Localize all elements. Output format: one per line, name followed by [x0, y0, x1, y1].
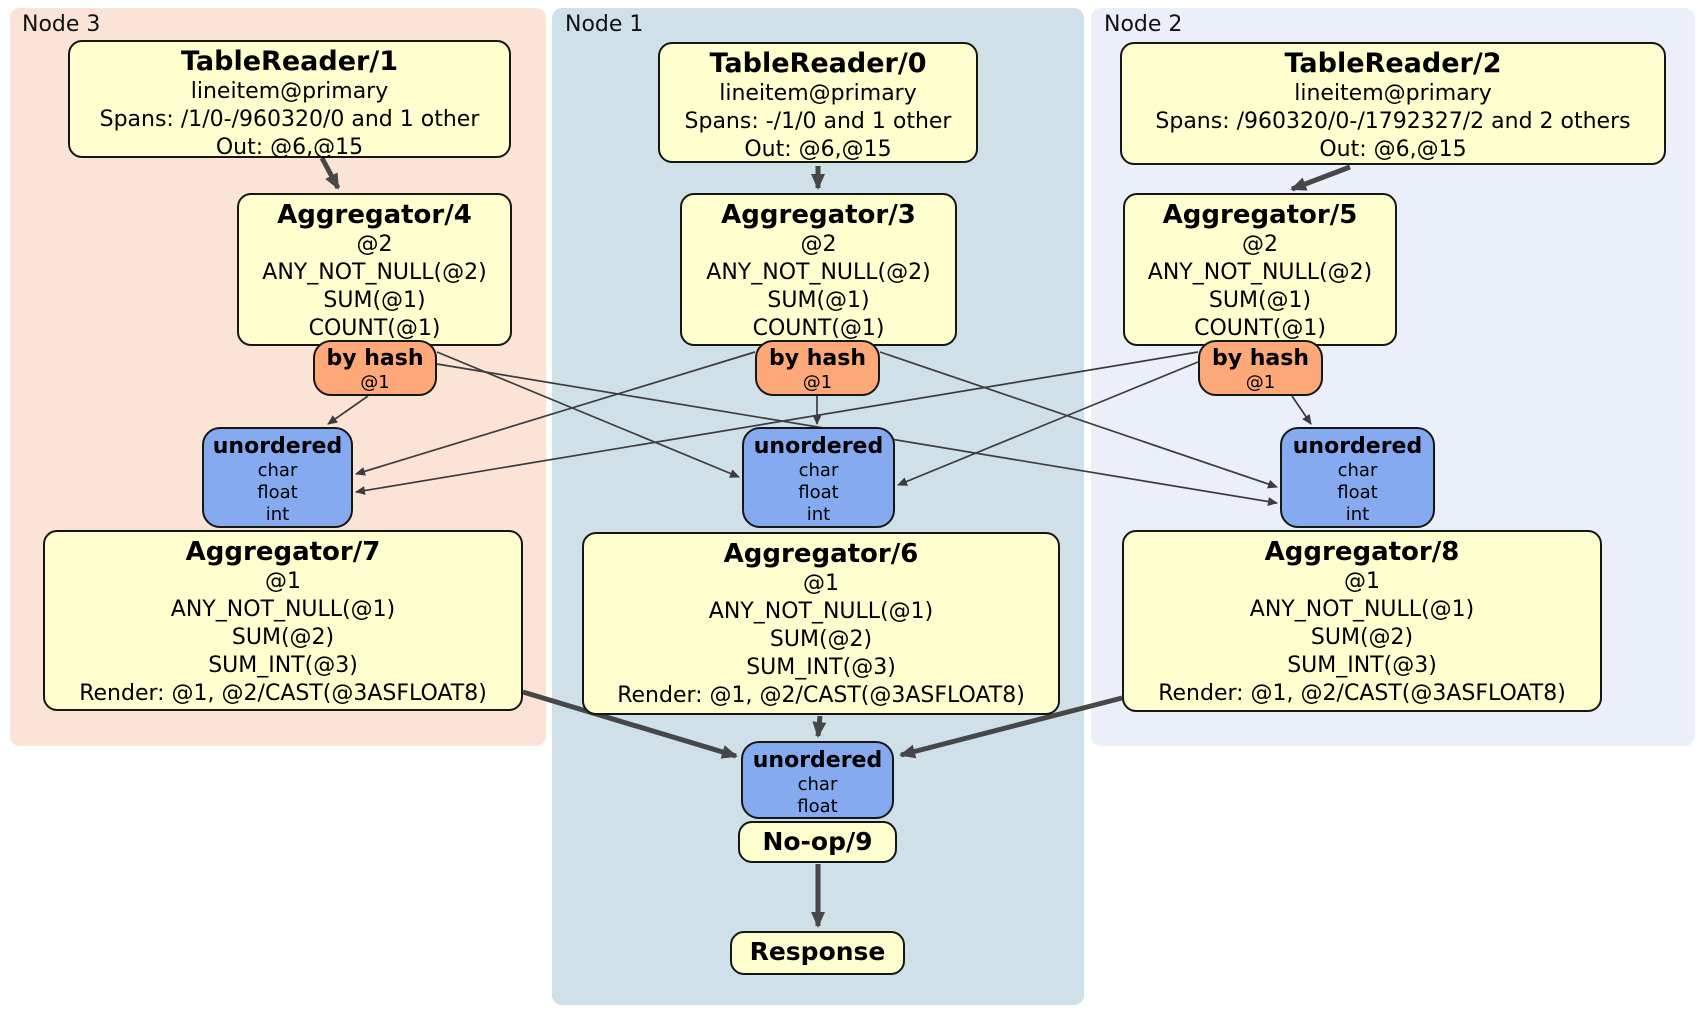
node-aggregator-3: Aggregator/3 @2 ANY_NOT_NULL(@2) SUM(@1)… — [680, 193, 957, 346]
router-title: by hash — [1211, 346, 1309, 371]
node-title: Aggregator/4 — [277, 200, 472, 230]
node-title: TableReader/0 — [709, 48, 927, 79]
node-detail: lineitem@primary — [719, 81, 917, 106]
sync-title: unordered — [212, 434, 343, 459]
node-tablereader-2: TableReader/2 lineitem@primary Spans: /9… — [1120, 42, 1666, 165]
sync-detail: char — [797, 774, 838, 795]
sync-title: unordered — [753, 434, 884, 459]
router-by-hash-node2: by hash @1 — [1198, 340, 1323, 396]
sync-unordered-node3: unordered char float int — [202, 427, 353, 528]
node-tablereader-1: TableReader/1 lineitem@primary Spans: /1… — [68, 40, 511, 160]
router-title: by hash — [768, 346, 866, 371]
node-detail: @2 — [800, 232, 837, 257]
node-detail: @1 — [1344, 569, 1380, 594]
node-aggregator-4: Aggregator/4 @2 ANY_NOT_NULL(@2) SUM(@1)… — [237, 193, 512, 346]
sync-detail: float — [1337, 482, 1378, 503]
node-aggregator-5: Aggregator/5 @2 ANY_NOT_NULL(@2) SUM(@1)… — [1123, 193, 1397, 346]
node-detail: @2 — [356, 232, 393, 257]
node-detail: lineitem@primary — [190, 79, 389, 104]
node-detail: ANY_NOT_NULL(@1) — [170, 597, 396, 622]
node-detail: lineitem@primary — [1294, 81, 1492, 106]
node-detail: Spans: /1/0-/960320/0 and 1 other — [99, 107, 480, 132]
router-detail: @1 — [360, 372, 390, 393]
router-detail: @1 — [1245, 372, 1276, 393]
sync-detail: char — [798, 460, 839, 481]
region-label-node2: Node 2 — [1104, 12, 1183, 37]
node-title: Aggregator/5 — [1162, 200, 1358, 230]
node-detail: ANY_NOT_NULL(@2) — [262, 260, 487, 285]
node-detail: SUM(@2) — [231, 625, 335, 650]
node-aggregator-6: Aggregator/6 @1 ANY_NOT_NULL(@1) SUM(@2)… — [582, 532, 1060, 715]
sync-detail: float — [257, 482, 298, 503]
node-detail: @1 — [803, 571, 839, 596]
sync-unordered-node1: unordered char float int — [742, 427, 895, 528]
router-detail: @1 — [802, 372, 833, 393]
sync-detail: int — [1345, 504, 1370, 525]
node-detail: ANY_NOT_NULL(@2) — [1147, 260, 1373, 285]
node-detail: COUNT(@1) — [1194, 316, 1326, 341]
node-detail: SUM(@1) — [767, 288, 870, 313]
node-response: Response — [730, 931, 905, 975]
node-detail: Render: @1, @2/CAST(@3ASFLOAT8) — [617, 683, 1025, 708]
node-title: TableReader/1 — [181, 46, 398, 77]
node-detail: SUM(@2) — [769, 627, 873, 652]
node-detail: SUM(@2) — [1310, 625, 1414, 650]
node-detail: SUM(@1) — [1208, 288, 1312, 313]
sync-detail: char — [1337, 460, 1378, 481]
node-detail: COUNT(@1) — [308, 316, 441, 341]
router-title: by hash — [326, 346, 424, 371]
sync-detail: char — [257, 460, 298, 481]
region-label-node1: Node 1 — [565, 12, 644, 37]
node-aggregator-8: Aggregator/8 @1 ANY_NOT_NULL(@1) SUM(@2)… — [1122, 530, 1602, 712]
node-detail: SUM_INT(@3) — [746, 655, 896, 680]
node-detail: Spans: /960320/0-/1792327/2 and 2 others — [1155, 109, 1631, 134]
node-title: Aggregator/3 — [721, 200, 916, 230]
sync-title: unordered — [1292, 434, 1423, 459]
sync-unordered-node2: unordered char float int — [1280, 427, 1435, 528]
node-detail: Out: @6,@15 — [744, 137, 892, 162]
region-label-node3: Node 3 — [22, 12, 101, 37]
node-detail: Out: @6,@15 — [215, 135, 364, 160]
node-title: TableReader/2 — [1284, 48, 1502, 79]
node-title: Aggregator/6 — [723, 539, 919, 569]
node-detail: SUM_INT(@3) — [1287, 653, 1437, 678]
sync-detail: float — [798, 482, 839, 503]
sync-title: unordered — [752, 748, 883, 773]
node-detail: ANY_NOT_NULL(@2) — [706, 260, 931, 285]
node-detail: @1 — [265, 569, 301, 594]
sync-detail: int — [265, 504, 290, 525]
node-tablereader-0: TableReader/0 lineitem@primary Spans: -/… — [658, 42, 978, 163]
node-title: No-op/9 — [762, 827, 873, 856]
node-detail: SUM_INT(@3) — [208, 653, 358, 678]
sync-detail: int — [806, 504, 831, 525]
node-detail: Render: @1, @2/CAST(@3ASFLOAT8) — [1158, 681, 1566, 706]
router-by-hash-node1: by hash @1 — [755, 340, 880, 396]
node-aggregator-7: Aggregator/7 @1 ANY_NOT_NULL(@1) SUM(@2)… — [43, 530, 523, 711]
node-title: Aggregator/8 — [1264, 537, 1460, 567]
node-detail: Spans: -/1/0 and 1 other — [684, 109, 952, 134]
sync-detail: float — [797, 796, 838, 817]
node-detail: SUM(@1) — [323, 288, 426, 313]
node-detail: @2 — [1242, 232, 1278, 257]
node-noop-9: No-op/9 — [738, 821, 897, 863]
node-detail: Out: @6,@15 — [1319, 137, 1467, 162]
node-detail: ANY_NOT_NULL(@1) — [1249, 597, 1475, 622]
node-title: Response — [749, 937, 886, 966]
node-title: Aggregator/7 — [185, 537, 381, 567]
node-detail: COUNT(@1) — [752, 316, 885, 341]
sync-unordered-final: unordered char float — [741, 741, 894, 819]
node-detail: ANY_NOT_NULL(@1) — [708, 599, 934, 624]
node-detail: Render: @1, @2/CAST(@3ASFLOAT8) — [79, 681, 487, 706]
router-by-hash-node3: by hash @1 — [313, 340, 437, 396]
